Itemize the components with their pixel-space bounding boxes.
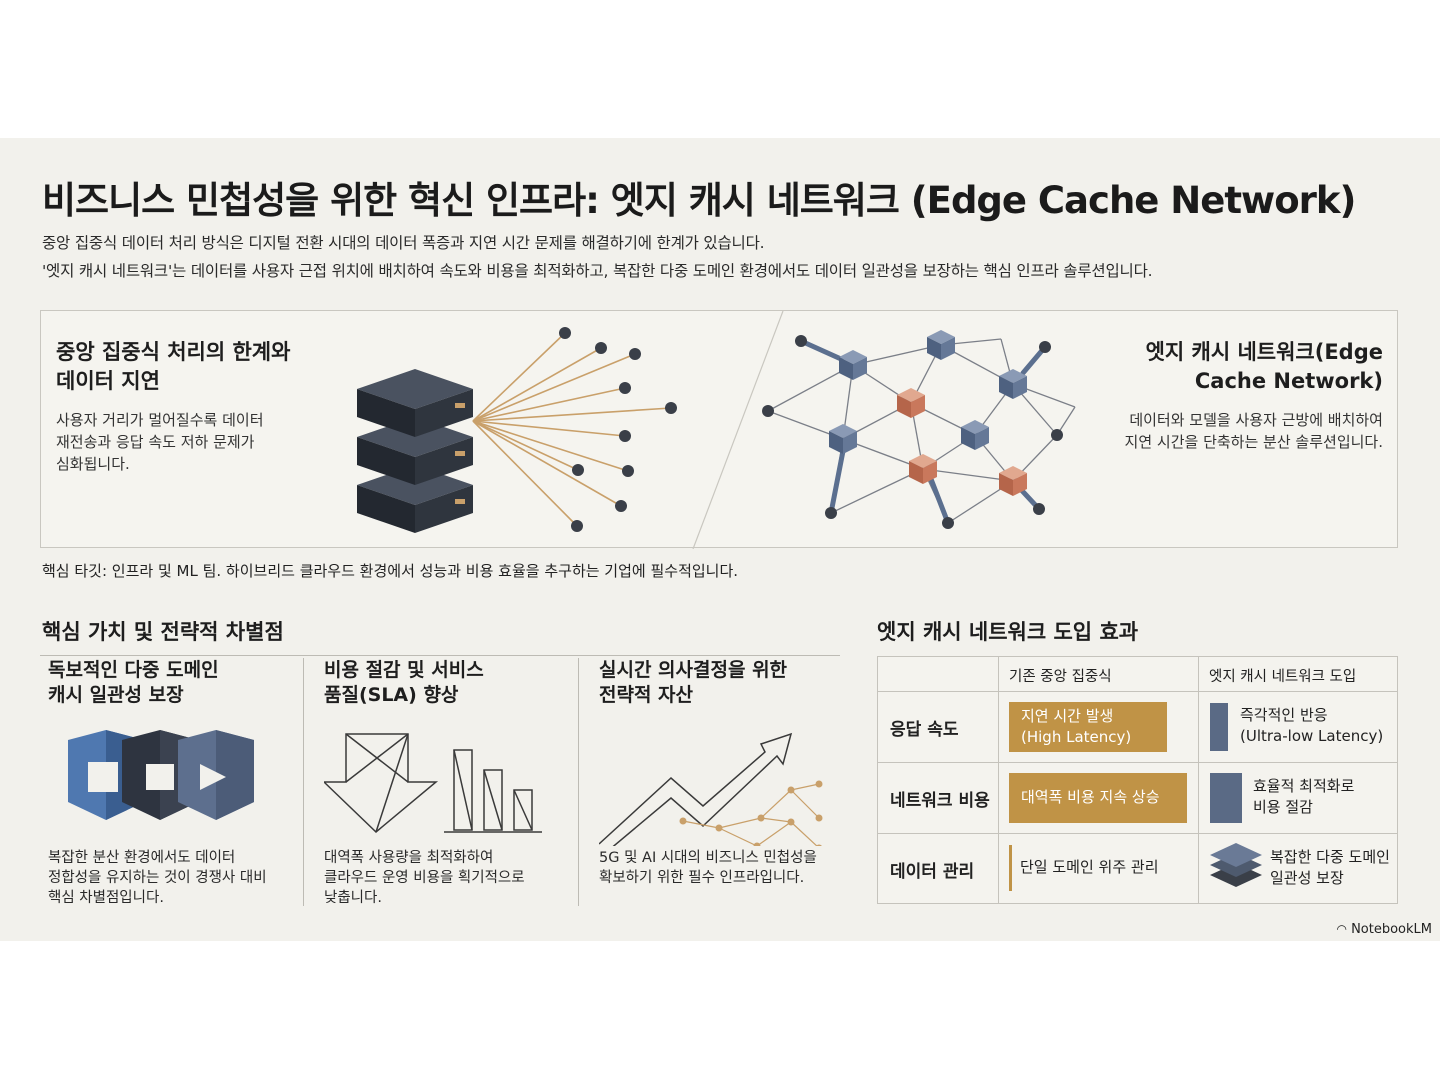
brand-watermark: ◠ NotebookLM (1336, 922, 1432, 937)
edge-speed-bar (1210, 703, 1228, 751)
page-title: 비즈니스 민첩성을 위한 혁신 인프라: 엣지 캐시 네트워크 (Edge Ca… (42, 179, 1356, 222)
card-divider (303, 658, 304, 906)
value-card-cost: 비용 절감 및 서비스 품질(SLA) 향상 대역폭 사용량을 최적화하여 클라… (324, 658, 569, 906)
slide: 비즈니스 민첩성을 위한 혁신 인프라: 엣지 캐시 네트워크 (Edge Ca… (0, 138, 1440, 941)
interlocking-cubes-icon (68, 730, 254, 820)
intro-line-2: '엣지 캐시 네트워크'는 데이터를 사용자 근접 위치에 배치하여 속도와 비… (42, 262, 1153, 280)
intro-line-1: 중앙 집중식 데이터 처리 방식은 디지털 전환 시대의 데이터 폭증과 지연 … (42, 234, 765, 252)
col-header-legacy: 기존 중앙 집중식 (1009, 669, 1112, 685)
central-server-icon (357, 369, 473, 533)
effects-table: 기존 중앙 집중식 엣지 캐시 네트워크 도입 응답 속도 지연 시간 발생 (… (877, 656, 1398, 904)
layers-icon (1210, 843, 1262, 887)
values-heading: 핵심 가치 및 전략적 차별점 (42, 620, 284, 644)
legacy-data-bar (1009, 845, 1012, 891)
edge-node-cubes-orange (897, 388, 1027, 496)
edge-speed-cell: 즉각적인 반응 (Ultra-low Latency) (1240, 706, 1384, 745)
edge-desc: 데이터와 모델을 사용자 근방에 배치하여 지연 시간을 단축하는 분산 솔루션… (1124, 411, 1383, 451)
edge-heading: 엣지 캐시 네트워크(Edge Cache Network) (1145, 340, 1383, 393)
legacy-speed-cell: 지연 시간 발생 (High Latency) (1009, 702, 1167, 752)
down-arrow-bars-icon (324, 733, 542, 834)
endpoint-nodes (559, 327, 677, 532)
card-divider (578, 658, 579, 906)
hero-panel: 중앙 집중식 처리의 한계와 데이터 지연 사용자 거리가 멀어질수록 데이터 … (40, 310, 1398, 549)
row-label-speed: 응답 속도 (890, 720, 959, 740)
centralized-desc: 사용자 거리가 멀어질수록 데이터 재전송과 응답 속도 저하 문제가 심화됩니… (56, 411, 264, 473)
value-card-consistency: 독보적인 다중 도메인 캐시 일관성 보장 복잡한 분산 환경에서도 데이터 정… (48, 658, 293, 906)
target-audience: 핵심 타깃: 인프라 및 ML 팀. 하이브리드 클라우드 환경에서 성능과 비… (42, 562, 739, 580)
mesh-end-nodes (762, 335, 1063, 529)
hero-illustration (357, 311, 1076, 549)
edge-data-cell: 복잡한 다중 도메인 일관성 보장 (1270, 848, 1390, 887)
row-label-data: 데이터 관리 (890, 862, 975, 882)
effects-heading: 엣지 캐시 네트워크 도입 효과 (877, 620, 1139, 644)
legacy-cost-cell: 대역폭 비용 지속 상승 (1009, 773, 1187, 823)
rising-arrow-icon (599, 732, 823, 846)
edge-cost-bar (1210, 773, 1242, 823)
fan-connection-lines (472, 332, 672, 527)
notebooklm-logo-icon: ◠ (1336, 922, 1347, 936)
legacy-data-cell: 단일 도메인 위주 관리 (1020, 858, 1159, 876)
edge-node-cubes-blue (829, 330, 1027, 454)
edge-cost-cell: 효율적 최적화로 비용 절감 (1253, 777, 1355, 816)
value-card-strategic: 실시간 의사결정을 위한 전략적 자산 5G 및 AI 시대의 비즈니스 민첩성… (599, 658, 844, 906)
centralized-heading: 중앙 집중식 처리의 한계와 데이터 지연 (56, 340, 291, 393)
values-divider (40, 655, 840, 656)
row-label-cost: 네트워크 비용 (890, 791, 990, 811)
col-header-edge: 엣지 캐시 네트워크 도입 (1209, 669, 1357, 685)
